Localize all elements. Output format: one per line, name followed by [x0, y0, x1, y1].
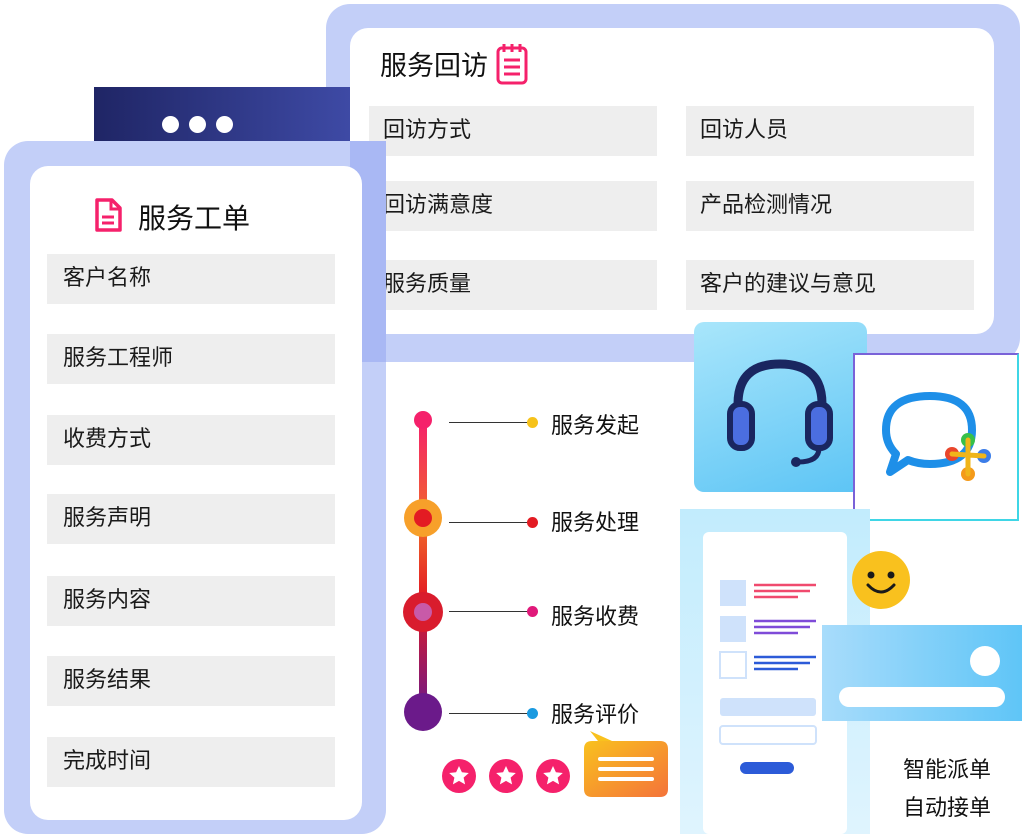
order-field-engineer[interactable]: 服务工程师 — [47, 334, 335, 384]
notification-illustration — [839, 646, 1005, 707]
visit-field-suggestions[interactable]: 客户的建议与意见 — [686, 260, 974, 310]
star-icon — [536, 759, 570, 793]
order-field-charge-method[interactable]: 收费方式 — [47, 415, 335, 465]
order-panel-title: 服务工单 — [138, 202, 251, 235]
timeline-connector — [449, 713, 531, 714]
window-dots — [162, 116, 233, 133]
process-timeline — [403, 411, 443, 731]
star-icon — [489, 759, 523, 793]
visit-field-method[interactable]: 回访方式 — [369, 106, 657, 156]
headset-icon — [727, 359, 833, 467]
timeline-marker — [527, 417, 538, 428]
timeline-node-review — [404, 693, 442, 731]
visit-field-quality[interactable]: 服务质量 — [369, 260, 657, 310]
messaging-logo-card — [853, 353, 1019, 521]
timeline-marker — [527, 708, 538, 719]
timeline-connector — [449, 522, 531, 523]
timeline-step-charge: 服务收费 — [551, 605, 640, 630]
timeline-connector — [449, 611, 531, 612]
notepad-icon — [496, 44, 528, 85]
dot-icon — [216, 116, 233, 133]
order-field-customer[interactable]: 客户名称 — [47, 254, 335, 304]
order-field-content[interactable]: 服务内容 — [47, 576, 335, 626]
customer-service-card — [694, 322, 867, 492]
order-field-completion-time[interactable]: 完成时间 — [47, 737, 335, 787]
document-icon — [95, 198, 122, 232]
dot-icon — [162, 116, 179, 133]
document-content-illustration — [719, 580, 817, 774]
timeline-step-process: 服务处理 — [551, 511, 640, 536]
smiley-icon — [852, 551, 910, 609]
star-icon — [442, 759, 476, 793]
timeline-connector — [449, 422, 531, 423]
timeline-node-start — [414, 411, 432, 429]
rating-stars — [442, 759, 570, 793]
message-bubble-icon — [584, 731, 668, 797]
timeline-step-review: 服务评价 — [551, 703, 640, 728]
dot-icon — [189, 116, 206, 133]
smart-dispatch-label: 智能派单 — [903, 758, 992, 783]
timeline-marker — [527, 606, 538, 617]
visit-panel-title: 服务回访 — [380, 51, 488, 82]
visit-field-product-check[interactable]: 产品检测情况 — [686, 181, 974, 231]
order-field-result[interactable]: 服务结果 — [47, 656, 335, 706]
order-field-statement[interactable]: 服务声明 — [47, 494, 335, 544]
auto-accept-label: 自动接单 — [903, 796, 992, 821]
visit-field-satisfaction[interactable]: 回访满意度 — [369, 181, 657, 231]
visit-field-staff[interactable]: 回访人员 — [686, 106, 974, 156]
timeline-marker — [527, 517, 538, 528]
timeline-step-initiate: 服务发起 — [551, 414, 640, 439]
chat-logo-icon — [882, 392, 991, 481]
